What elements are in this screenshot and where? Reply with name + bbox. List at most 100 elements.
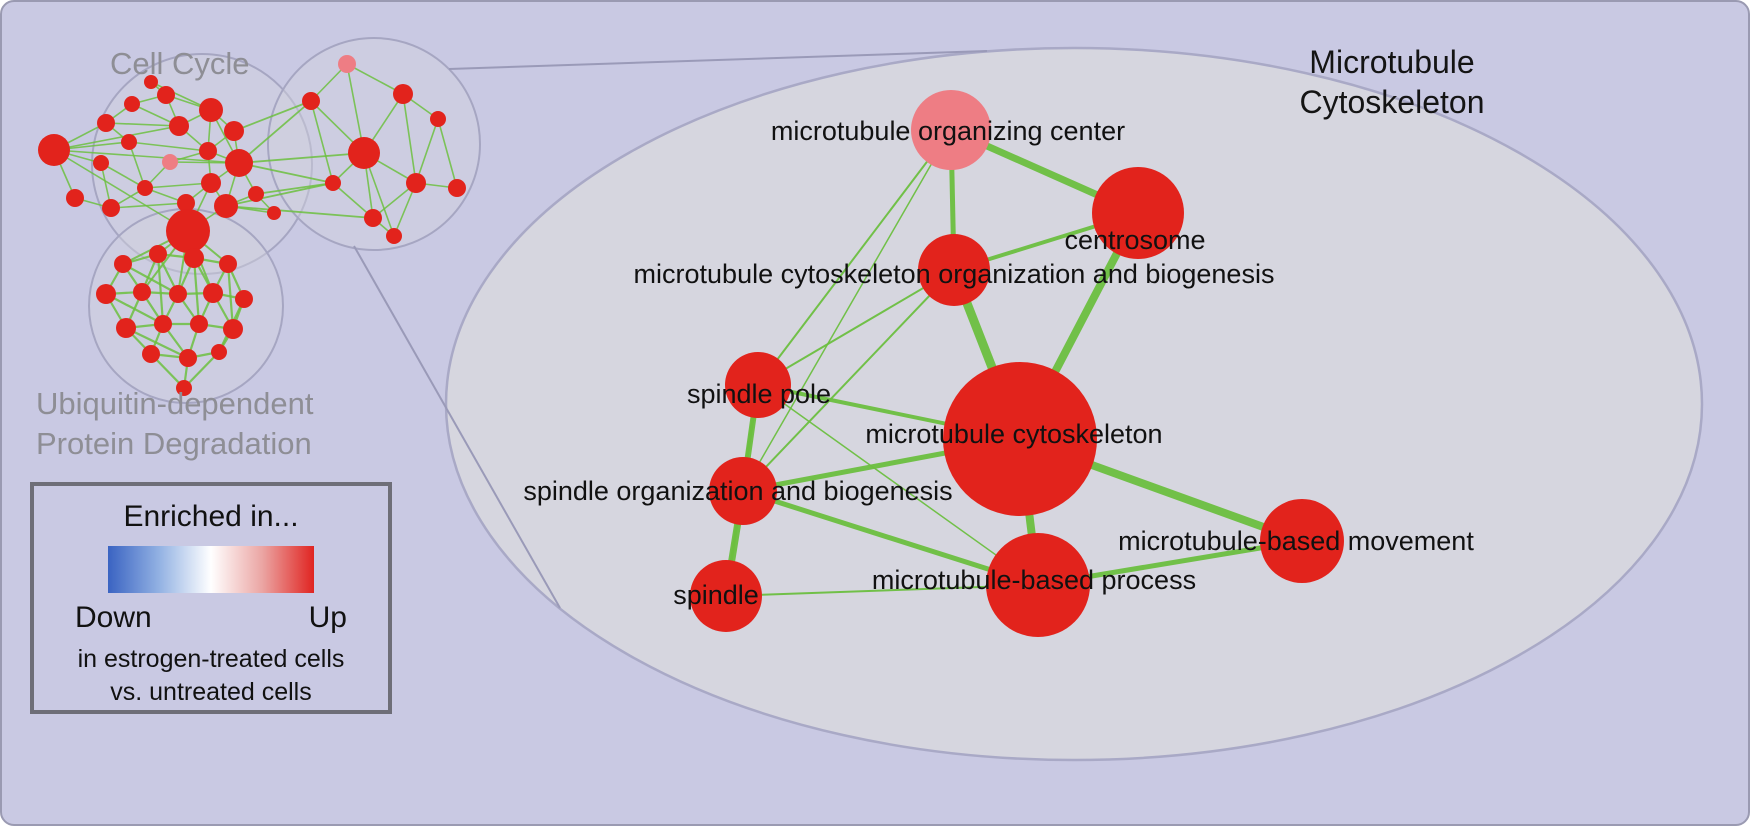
overview-edge — [53, 149, 189, 232]
overview-edge — [238, 152, 365, 164]
overview-edge — [122, 263, 179, 295]
overview-node — [219, 255, 237, 273]
legend: Enriched in... Down Up in estrogen-treat… — [30, 482, 392, 714]
overview-node — [169, 116, 189, 136]
overview-edge — [238, 100, 312, 164]
overview-node — [199, 98, 223, 122]
overview-node — [235, 290, 253, 308]
overview-node — [199, 142, 217, 160]
overview-edge — [110, 202, 187, 209]
overview-node — [133, 283, 151, 301]
detail-node-centrosome — [1092, 167, 1184, 259]
detail-node-label-spindle_org: spindle organization and biogenesis — [523, 476, 952, 506]
overview-node — [325, 175, 341, 191]
legend-title: Enriched in... — [123, 500, 299, 533]
overview-node — [176, 380, 192, 396]
detail-node-moc — [911, 90, 991, 170]
legend-gradient-bar — [108, 546, 314, 593]
overview-node — [448, 179, 466, 197]
overview-node — [154, 315, 172, 333]
detail-node-mcob — [918, 234, 990, 306]
detail-node-label-spindle_pole: spindle pole — [687, 379, 831, 409]
overview-node — [177, 194, 195, 212]
overview-edge — [437, 118, 458, 189]
overview-node — [211, 344, 227, 360]
overview-node — [116, 318, 136, 338]
overview-node — [248, 186, 264, 202]
overview-node — [38, 134, 70, 166]
overview-edge — [346, 63, 404, 95]
overview-node — [267, 206, 281, 220]
overview-node — [364, 209, 382, 227]
detail-node-label-moc: microtubule organizing center — [771, 116, 1125, 146]
overview-edge — [192, 257, 201, 325]
legend-down-up-row: Down Up — [75, 601, 347, 635]
overview-edge — [144, 182, 212, 189]
legend-down-label: Down — [75, 601, 152, 634]
overview-node — [224, 121, 244, 141]
overview-edge — [233, 100, 312, 132]
overview-node — [225, 149, 253, 177]
detail-node-label-mc: microtubule cytoskeleton — [865, 419, 1162, 449]
overview-node — [162, 154, 178, 170]
overview-node — [393, 84, 413, 104]
overview-edge — [310, 100, 334, 184]
overview-node — [149, 245, 167, 263]
overview-node — [348, 137, 380, 169]
detail-node-mc — [943, 362, 1097, 516]
overview-edge — [225, 205, 374, 219]
overview-node — [338, 55, 356, 73]
overview-node — [66, 189, 84, 207]
overview-edge — [128, 141, 146, 189]
overview-node — [406, 173, 426, 193]
overview-node — [386, 228, 402, 244]
detail-node-label-centrosome: centrosome — [1064, 225, 1205, 255]
detail-node-label-mcob: microtubule cytoskeleton organization an… — [634, 259, 1275, 289]
overview-node — [203, 283, 223, 303]
overview-node — [114, 255, 132, 273]
overview-node — [144, 75, 158, 89]
detail-edge — [725, 584, 1039, 597]
overview-edge — [255, 182, 334, 195]
overview-node — [190, 315, 208, 333]
overview-edge — [415, 118, 439, 184]
detail-node-label-spindle: spindle — [673, 580, 759, 610]
overview-node — [121, 134, 137, 150]
overview-node — [157, 86, 175, 104]
overview-edge — [225, 182, 334, 207]
overview-node — [201, 173, 221, 193]
overview-edge — [238, 162, 334, 184]
detail-edge — [757, 269, 955, 386]
detail-node-label-mbp: microtubule-based process — [872, 565, 1196, 595]
detail-node-spindle_org — [709, 457, 777, 525]
overview-edge — [105, 122, 180, 127]
detail-edge — [742, 269, 955, 492]
detail-edge — [757, 384, 1039, 586]
overview-edge — [183, 351, 220, 389]
overview-edge — [125, 327, 189, 359]
detail-node-spindle_pole — [725, 352, 791, 418]
overview-edge — [100, 162, 146, 189]
detail-edge — [742, 129, 952, 492]
detail-node-label-mbm: microtubule-based movement — [1118, 526, 1474, 556]
overview-edge — [402, 93, 417, 184]
overview-node — [166, 209, 210, 253]
overview-edge — [156, 253, 165, 325]
legend-note-line1: in estrogen-treated cells — [77, 645, 345, 673]
zoom-connector-line — [448, 50, 988, 70]
detail-node-mbm — [1260, 499, 1344, 583]
overview-node — [137, 180, 153, 196]
overview-node — [93, 155, 109, 171]
overview-edge — [128, 141, 209, 152]
overview-node — [302, 92, 320, 110]
overview-node — [96, 284, 116, 304]
overview-edge — [53, 125, 180, 151]
overview-node — [142, 345, 160, 363]
overview-node — [97, 114, 115, 132]
overview-node — [169, 285, 187, 303]
overview-node — [214, 194, 238, 218]
legend-up-label: Up — [308, 601, 347, 634]
legend-note-line2: vs. untreated cells — [110, 678, 312, 706]
